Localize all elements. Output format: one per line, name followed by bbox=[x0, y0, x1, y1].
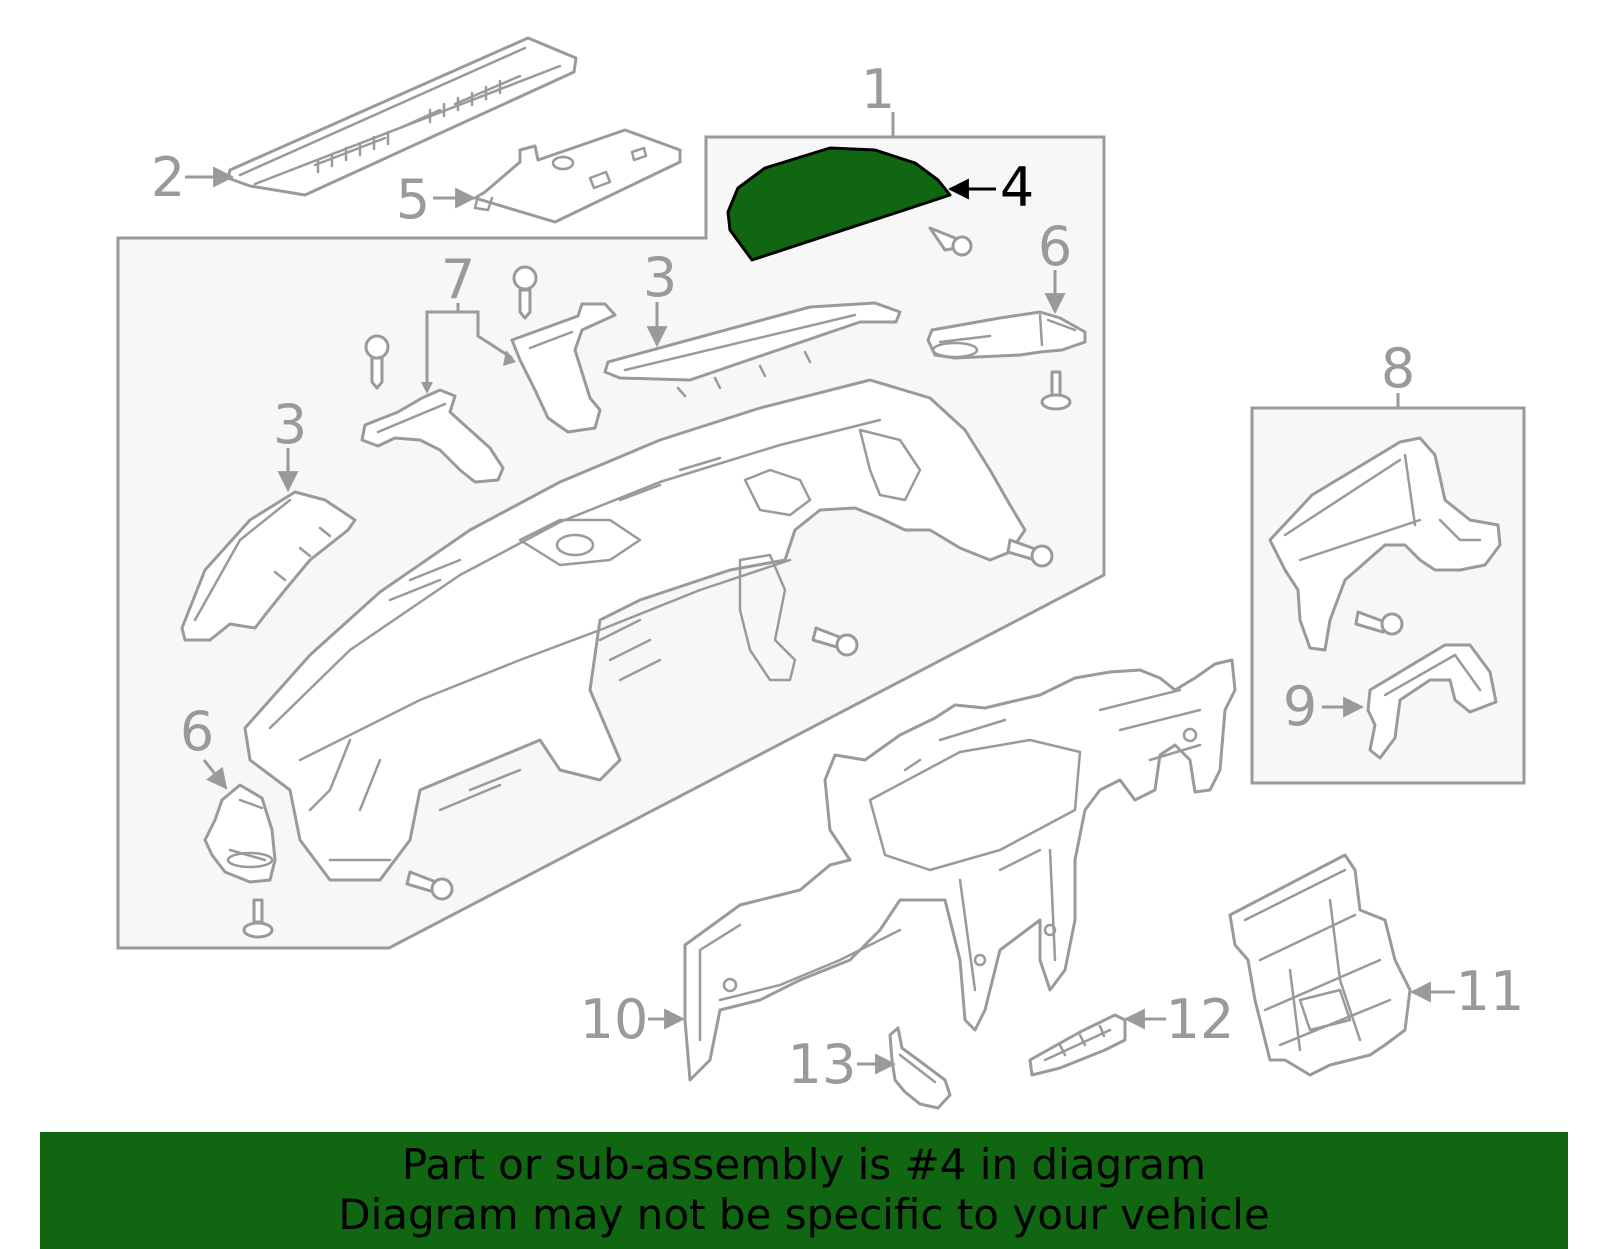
callout-13: 13 bbox=[788, 1033, 857, 1096]
screw-icon bbox=[928, 226, 973, 257]
bolt-icon bbox=[405, 870, 454, 901]
part-7-bracket-b bbox=[360, 388, 505, 484]
screw-icon bbox=[512, 265, 538, 320]
bolt-icon bbox=[1006, 538, 1054, 568]
part-10-frame bbox=[683, 658, 1237, 1082]
part-3-trim-upper bbox=[603, 301, 902, 398]
part-6-air-duct-lower bbox=[203, 783, 277, 884]
callout-10: 10 bbox=[580, 988, 649, 1051]
callout-8: 8 bbox=[1381, 337, 1415, 400]
screw-icon bbox=[364, 334, 390, 390]
part-9-bracket bbox=[1366, 643, 1498, 760]
part-11-module bbox=[1228, 853, 1412, 1077]
callout-12: 12 bbox=[1166, 988, 1235, 1051]
part-2-cowl-trim bbox=[226, 36, 578, 197]
part-3-trim-left bbox=[180, 490, 357, 642]
instrument-panel-main bbox=[243, 378, 1027, 882]
callout-7-leader bbox=[425, 303, 513, 388]
bolt-icon bbox=[811, 626, 859, 657]
callout-11: 11 bbox=[1456, 960, 1525, 1023]
pushpin-icon bbox=[242, 898, 274, 939]
part-13-bracket bbox=[888, 1026, 952, 1110]
callout-6b-leader bbox=[202, 759, 228, 790]
info-banner: Part or sub-assembly is #4 in diagram Di… bbox=[40, 1132, 1568, 1249]
part-7-bracket-a bbox=[510, 302, 617, 434]
callout-6a: 6 bbox=[1038, 215, 1072, 278]
callout-4: 4 bbox=[1000, 156, 1034, 219]
part-5-bracket bbox=[473, 128, 682, 224]
screw-icon bbox=[1354, 610, 1404, 636]
part-4-highlighted[interactable] bbox=[726, 146, 952, 262]
callout-1: 1 bbox=[861, 58, 895, 121]
callout-2: 2 bbox=[151, 146, 185, 209]
arrow-icon bbox=[421, 382, 433, 394]
banner-line-1: Part or sub-assembly is #4 in diagram bbox=[401, 1140, 1207, 1189]
callout-3b: 3 bbox=[273, 393, 307, 456]
callout-3a: 3 bbox=[643, 246, 677, 309]
callout-6b: 6 bbox=[180, 700, 214, 763]
part-8-housing bbox=[1268, 436, 1502, 652]
pushpin-icon bbox=[1040, 370, 1072, 411]
part-6-air-duct-upper bbox=[926, 310, 1087, 360]
callout-9: 9 bbox=[1283, 675, 1317, 738]
banner-line-2: Diagram may not be specific to your vehi… bbox=[338, 1190, 1270, 1239]
callout-7: 7 bbox=[441, 248, 475, 311]
part-12-bracket bbox=[1028, 1013, 1127, 1077]
arrow-icon bbox=[503, 350, 516, 366]
callout-5: 5 bbox=[396, 168, 430, 231]
